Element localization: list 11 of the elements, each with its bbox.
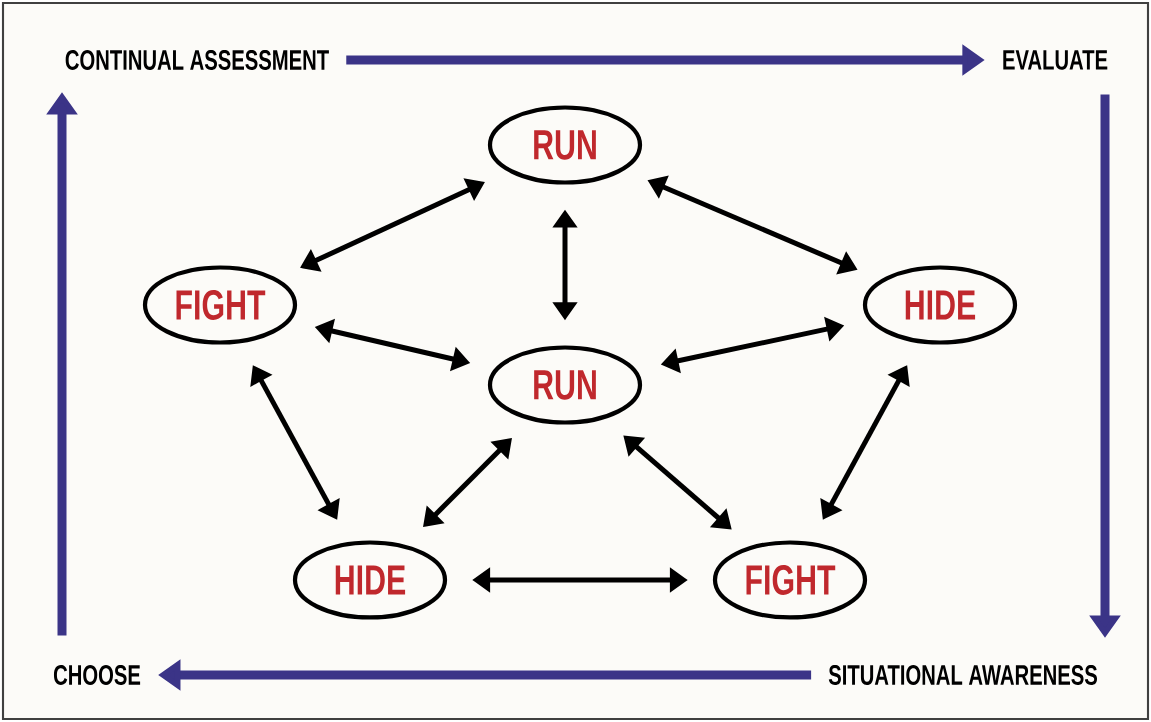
ellipse-node: RUN: [487, 105, 643, 185]
ellipse-node: FIGHT: [712, 540, 868, 620]
corner-label: CHOOSE: [53, 665, 141, 685]
ellipse-node: HIDE: [292, 540, 448, 620]
ellipse-node: RUN: [487, 345, 643, 425]
arrow: [423, 438, 512, 527]
corner-label: EVALUATE: [1003, 50, 1108, 70]
corner-label: SITUATIONAL AWARENESS: [828, 665, 1097, 685]
corner-label: CONTINUAL ASSESSMENT: [65, 50, 329, 70]
ellipse-node: FIGHT: [142, 265, 298, 345]
ellipse-node: HIDE: [862, 265, 1018, 345]
